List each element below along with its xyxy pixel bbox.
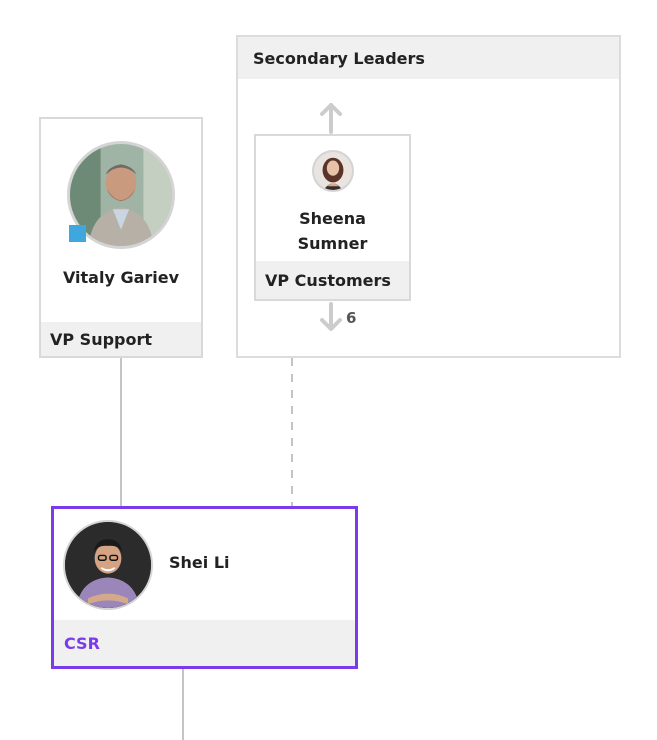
job-title: VP Customers bbox=[256, 261, 409, 299]
person-name-line1: Sheena bbox=[299, 209, 366, 228]
arrow-down-icon[interactable] bbox=[318, 302, 344, 332]
arrow-up-icon[interactable] bbox=[318, 102, 344, 134]
person-name: Shei Li bbox=[169, 553, 230, 572]
person-name-line2: Sumner bbox=[297, 234, 368, 253]
job-title: CSR bbox=[54, 620, 355, 666]
person-name: Sheena Sumner bbox=[256, 206, 409, 256]
person-name: Vitaly Gariev bbox=[62, 268, 180, 287]
person-card-vitaly-gariev[interactable]: Vitaly Gariev VP Support bbox=[39, 117, 203, 358]
job-title: VP Support bbox=[41, 322, 201, 356]
avatar bbox=[312, 150, 354, 192]
status-indicator bbox=[69, 225, 86, 242]
direct-reports-count[interactable]: 6 bbox=[346, 309, 357, 327]
person-card-shei-li-selected[interactable]: Shei Li CSR bbox=[51, 506, 358, 669]
avatar bbox=[63, 520, 153, 610]
secondary-leaders-header: Secondary Leaders bbox=[238, 37, 619, 79]
person-card-sheena-sumner[interactable]: Sheena Sumner VP Customers bbox=[254, 134, 411, 301]
